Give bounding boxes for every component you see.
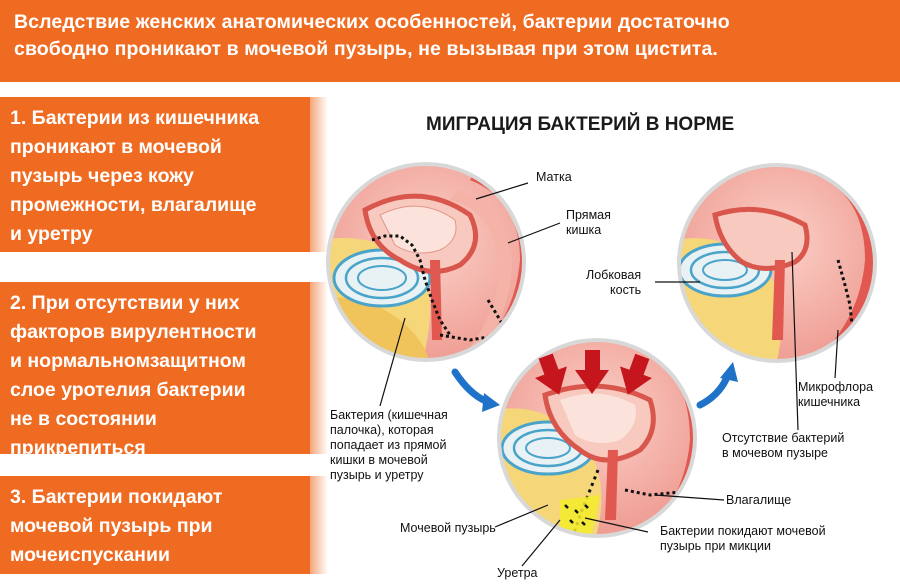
step1-line: проникают в мочевой xyxy=(10,136,222,158)
label-microflora-line: кишечника xyxy=(798,395,861,409)
step2-line: факторов вирулентности xyxy=(10,321,257,343)
label-bacteria-leave: Бактерии покидают мочевой пузырь при мик… xyxy=(660,524,826,554)
step3-line: 3. Бактерии покидают xyxy=(10,486,223,508)
step1-line: и уретру xyxy=(10,223,93,245)
label-pubic-bone-line: кость xyxy=(610,283,642,297)
label-microflora-line: Микрофлора xyxy=(798,380,874,394)
blue-curved-arrow xyxy=(696,371,732,409)
urine-stream xyxy=(560,495,600,536)
label-bacteria-leave-line: пузырь при микции xyxy=(660,539,772,553)
label-uterus-line: Матка xyxy=(536,170,572,184)
label-bacterium: Бактерия (кишечная палочка), которая поп… xyxy=(330,408,448,483)
header-banner: Вследствие женских анатомических особенн… xyxy=(0,0,900,82)
step2-line: не в состоянии xyxy=(10,408,157,430)
step2-line: слое уротелия бактерии xyxy=(10,379,246,401)
step-panel-3: 3. Бактерии покидают мочевой пузырь при … xyxy=(0,476,328,574)
label-no-bacteria-line: в мочевом пузыре xyxy=(722,446,829,460)
step2-line: 2. При отсутствии у них xyxy=(10,292,240,314)
label-bacterium-line: кишки в мочевой xyxy=(330,453,428,467)
label-urethra: Уретра xyxy=(497,566,538,581)
label-bacterium-line: палочка), которая xyxy=(330,423,434,437)
label-bacterium-line: Бактерия (кишечная xyxy=(330,408,448,422)
label-bacterium-line: пузырь и уретру xyxy=(330,468,424,482)
label-urethra-line: Уретра xyxy=(497,566,538,580)
step1-line: пузырь через кожу xyxy=(10,165,194,187)
step-panel-1: 1. Бактерии из кишечника проникают в моч… xyxy=(0,97,328,252)
label-no-bacteria: Отсутствие бактерий в мочевом пузыре xyxy=(722,431,844,461)
label-no-bacteria-line: Отсутствие бактерий xyxy=(722,431,845,445)
label-rectum: Прямая кишка xyxy=(566,208,611,238)
red-down-arrow xyxy=(534,350,653,395)
step1-line: 1. Бактерии из кишечника xyxy=(10,107,260,129)
header-line-2: свободно проникают в мочевой пузырь, не … xyxy=(14,38,718,60)
label-microflora: Микрофлора кишечника xyxy=(798,380,873,410)
cross-section-left xyxy=(326,162,526,362)
blue-arrowhead xyxy=(720,362,738,382)
step3-line: мочевой пузырь при xyxy=(10,515,213,537)
label-vagina: Влагалище xyxy=(726,493,791,508)
label-rectum-line: кишка xyxy=(566,223,602,237)
step1-line: промежности, влагалище xyxy=(10,194,257,216)
step2-line: и нормальномзащитном xyxy=(10,350,246,372)
label-vagina-line: Влагалище xyxy=(726,493,792,507)
cross-section-right xyxy=(677,163,877,363)
label-bacteria-leave-line: Бактерии покидают мочевой xyxy=(660,524,826,538)
label-pubic-bone: Лобковая кость xyxy=(586,268,641,298)
step-panel-2: 2. При отсутствии у них факторов вирулен… xyxy=(0,282,328,459)
header-line-1: Вследствие женских анатомических особенн… xyxy=(14,11,730,33)
label-bladder: Мочевой пузырь xyxy=(400,521,496,536)
step3-line: мочеиспускании xyxy=(10,544,170,566)
blue-curved-arrow xyxy=(451,368,492,406)
step2-line: прикрепиться xyxy=(10,437,146,459)
leader-lines xyxy=(379,182,839,567)
diagram-title: МИГРАЦИЯ БАКТЕРИЙ В НОРМЕ xyxy=(426,114,735,135)
blue-arrowhead xyxy=(482,393,500,412)
label-bacterium-line: попадает из прямой xyxy=(330,438,447,452)
label-bladder-line: Мочевой пузырь xyxy=(400,521,496,535)
label-rectum-line: Прямая xyxy=(566,208,611,222)
label-pubic-bone-line: Лобковая xyxy=(586,268,642,282)
label-uterus: Матка xyxy=(536,170,572,185)
